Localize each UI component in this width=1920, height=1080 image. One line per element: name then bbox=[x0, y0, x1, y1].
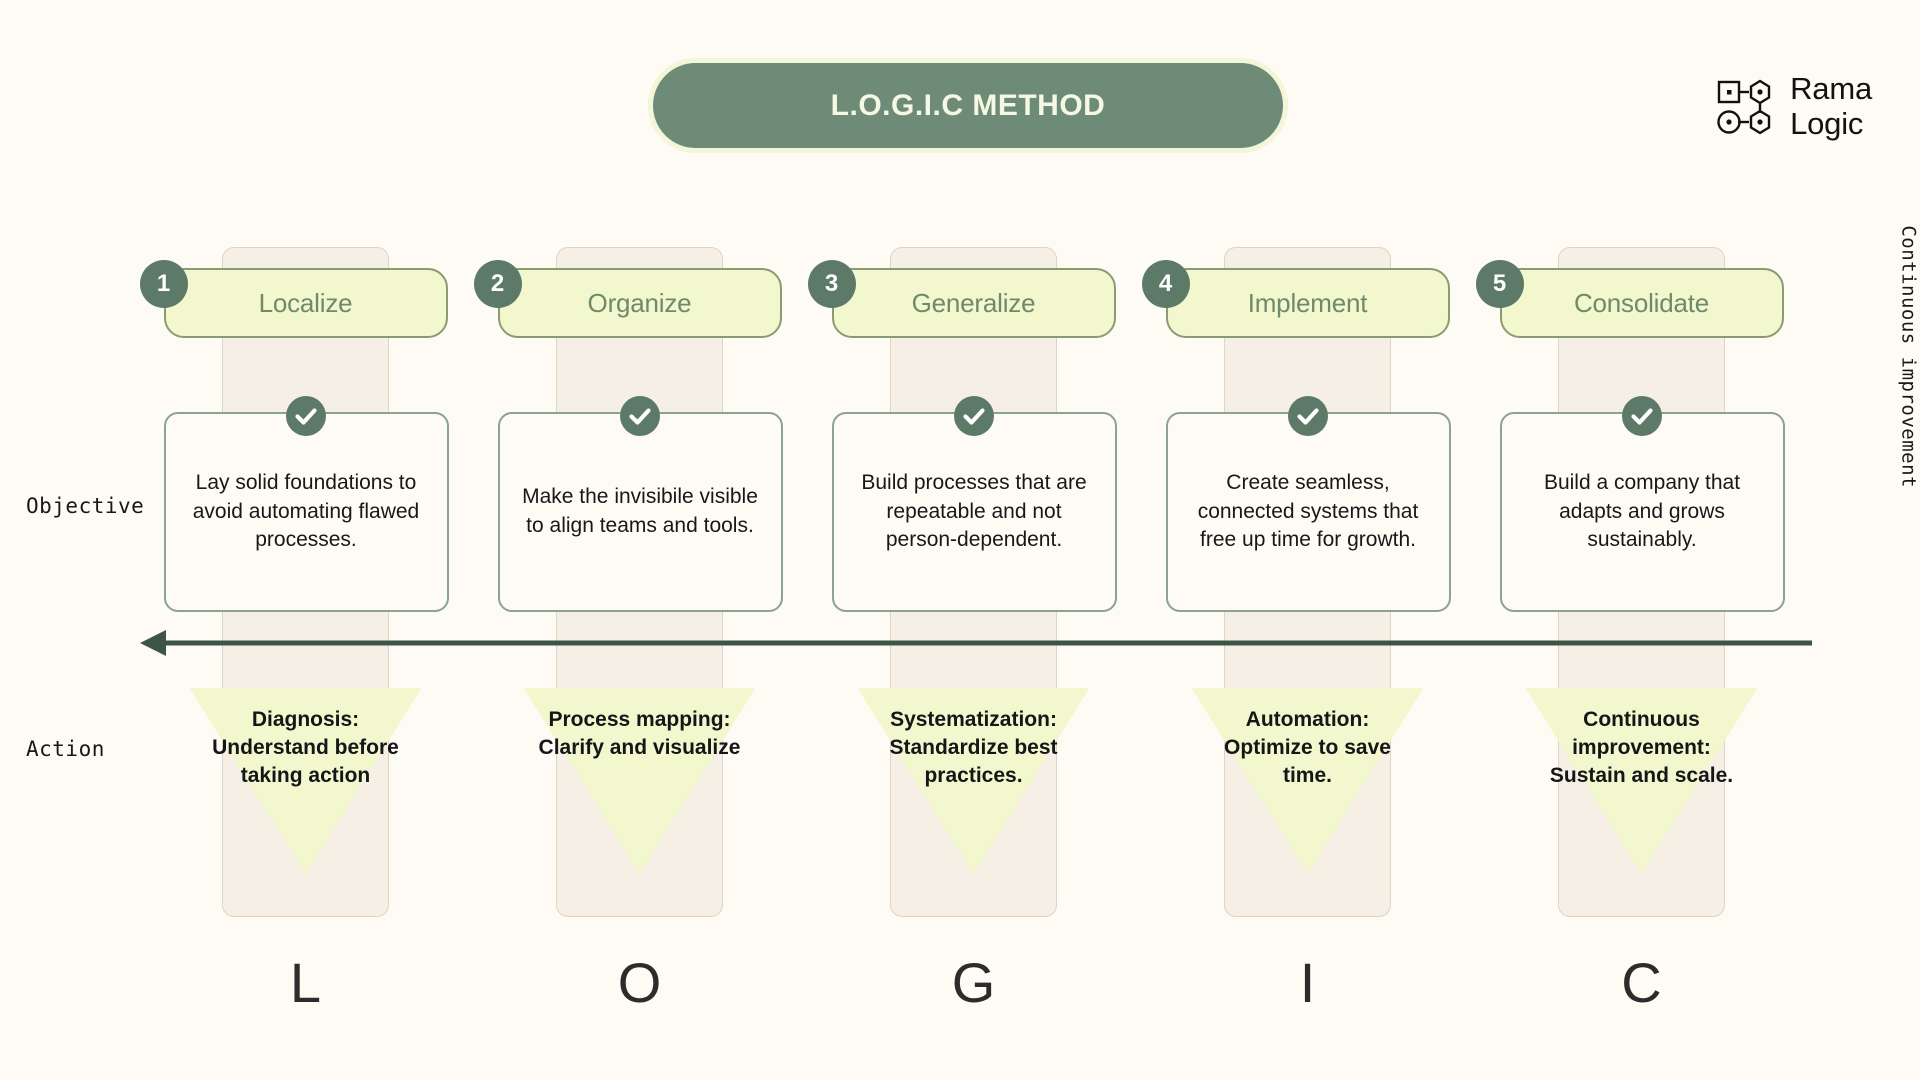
step-number-badge: 3 bbox=[807, 260, 856, 308]
action-text: Continuous improvement: Sustain and scal… bbox=[1549, 708, 1734, 788]
step-letter: O bbox=[617, 951, 662, 1014]
objective-card[interactable]: Build a company that adapts and grows su… bbox=[1499, 412, 1785, 612]
step-number-badge: 1 bbox=[139, 260, 188, 308]
step-number-badge: 5 bbox=[1475, 260, 1524, 308]
brand-name-line2: Logic bbox=[1790, 105, 1864, 141]
objective-text: Build a company that adapts and grows su… bbox=[1543, 470, 1741, 552]
row-label-objective: Objective bbox=[26, 494, 145, 518]
check-circle-icon bbox=[1287, 396, 1328, 436]
objective-text: Create seamless, connected systems that … bbox=[1197, 470, 1419, 552]
check-circle-icon bbox=[619, 396, 660, 436]
step-number-badge: 2 bbox=[473, 260, 522, 308]
objective-card[interactable]: Build processes that are repeatable and … bbox=[831, 412, 1117, 612]
brand-logo: Rama Logic bbox=[1716, 71, 1872, 141]
action-text: Diagnosis: Understand before taking acti… bbox=[212, 708, 399, 788]
step-letter: G bbox=[951, 951, 996, 1014]
page-title: L.O.G.I.C METHOD bbox=[648, 58, 1288, 153]
continuous-improvement-arrow-icon bbox=[140, 620, 1820, 664]
step-letter: L bbox=[289, 951, 322, 1014]
step-title-pill[interactable]: Generalize bbox=[831, 268, 1116, 338]
step-title-pill[interactable]: Consolidate bbox=[1499, 268, 1784, 338]
row-label-action: Action bbox=[26, 737, 105, 761]
step-letter: C bbox=[1621, 951, 1662, 1014]
action-text: Systematization: Standardize best practi… bbox=[889, 708, 1058, 788]
objective-card[interactable]: Make the invisibile visible to align tea… bbox=[497, 412, 783, 612]
rama-logic-nodes-icon bbox=[1716, 76, 1780, 138]
step-title-pill[interactable]: Implement bbox=[1165, 268, 1450, 338]
check-circle-icon bbox=[953, 396, 994, 436]
step-letter: I bbox=[1299, 951, 1316, 1014]
step-title-pill[interactable]: Organize bbox=[497, 268, 782, 338]
action-text: Process mapping: Clarify and visualize bbox=[538, 708, 741, 760]
brand-name: Rama Logic bbox=[1790, 71, 1872, 141]
side-label-continuous-improvement: Continuous improvement bbox=[1898, 225, 1920, 488]
objective-text: Lay solid foundations to avoid automatin… bbox=[192, 470, 420, 552]
objective-text: Make the invisibile visible to align tea… bbox=[522, 485, 758, 537]
check-circle-icon bbox=[285, 396, 326, 436]
brand-name-line1: Rama bbox=[1790, 71, 1872, 106]
objective-card[interactable]: Create seamless, connected systems that … bbox=[1165, 412, 1451, 612]
step-number-badge: 4 bbox=[1141, 260, 1190, 308]
check-circle-icon bbox=[1621, 396, 1662, 436]
objective-card[interactable]: Lay solid foundations to avoid automatin… bbox=[163, 412, 449, 612]
action-text: Automation: Optimize to save time. bbox=[1224, 708, 1391, 788]
step-title-pill[interactable]: Localize bbox=[163, 268, 448, 338]
objective-text: Build processes that are repeatable and … bbox=[861, 470, 1087, 552]
